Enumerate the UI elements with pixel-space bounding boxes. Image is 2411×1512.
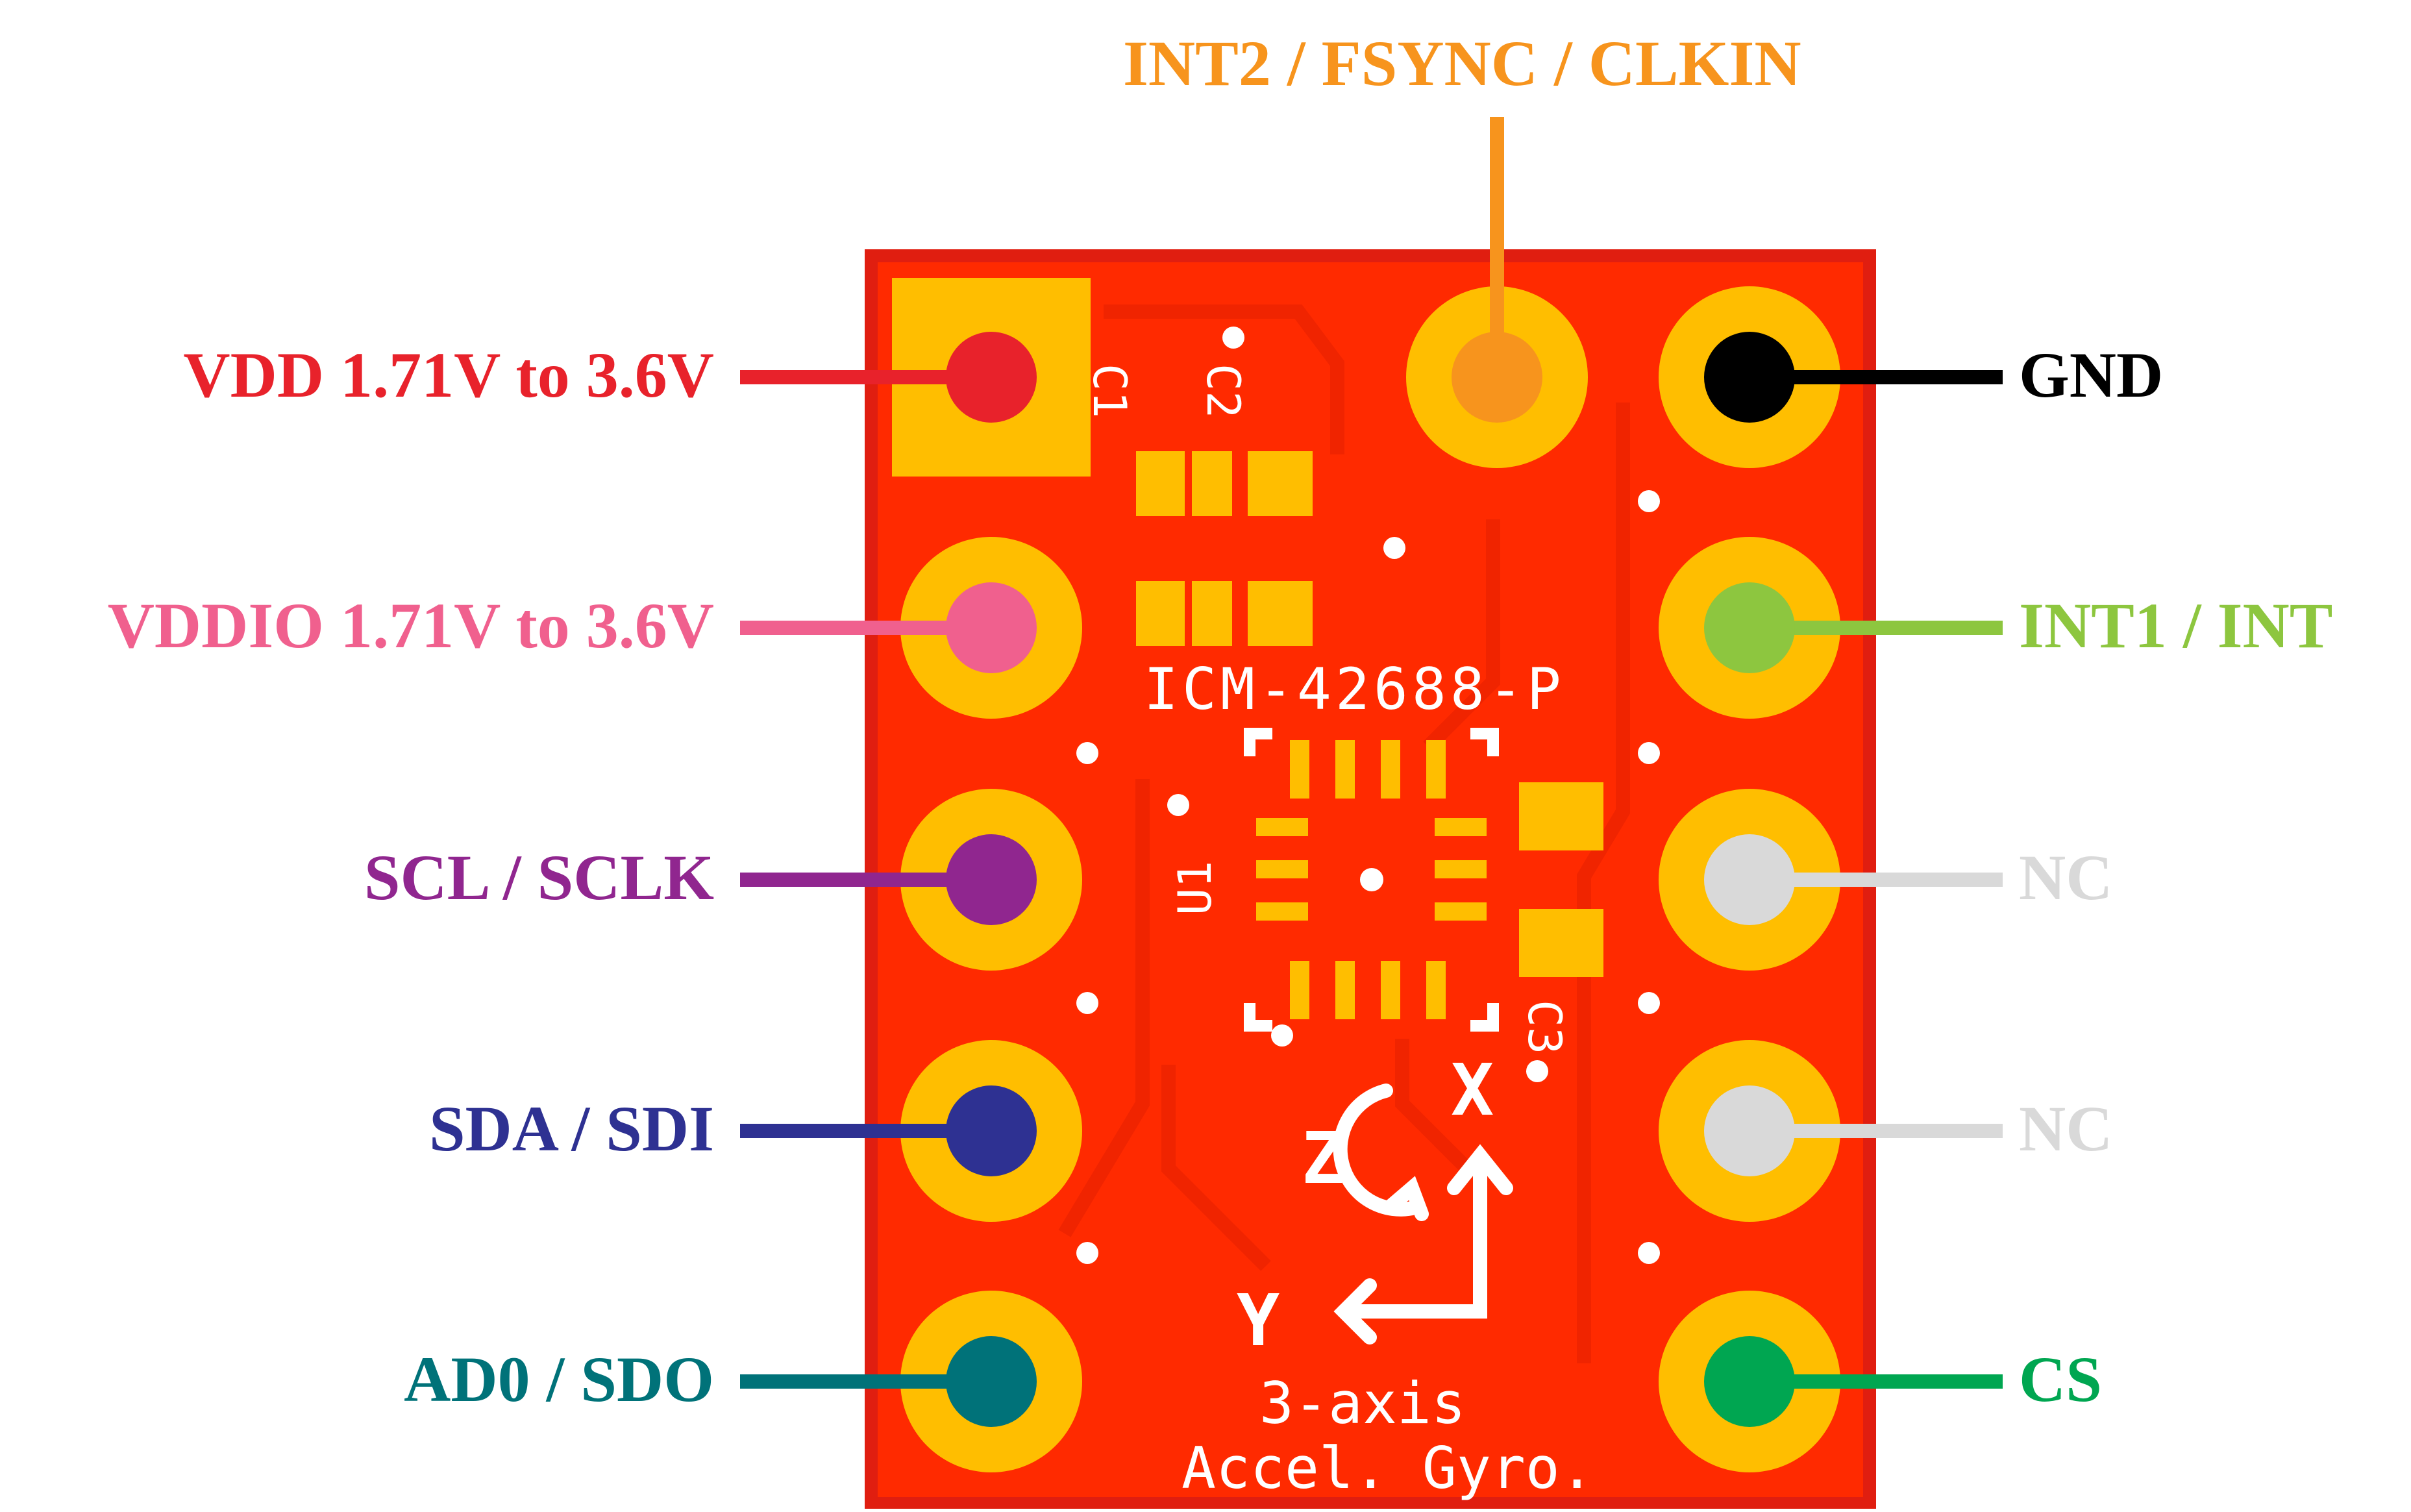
pin-label-sda: SDA / SDI <box>428 1093 714 1165</box>
pin-label-int2: INT2 / FSYNC / CLKIN <box>1123 27 1801 99</box>
top-wire <box>1452 117 1542 423</box>
pin-label-vddio: VDDIO 1.71V to 3.6V <box>107 589 714 662</box>
pin-hole-left-4 <box>946 1336 1037 1427</box>
designator-c3: C3 <box>1518 1000 1571 1055</box>
pin-hole-left-1 <box>946 582 1037 673</box>
pin-label-nc-1: NC <box>2019 841 2113 913</box>
pin-label-gnd: GND <box>2019 339 2164 411</box>
pin-label-vdd: VDD 1.71V to 3.6V <box>183 339 714 411</box>
axis-z-label: Z <box>1302 1117 1345 1200</box>
description-line2: Accel. Gyro. <box>1181 1435 1594 1502</box>
axis-x-label: X <box>1451 1048 1494 1132</box>
vias <box>1076 327 1660 1264</box>
axis-y-label: Y <box>1237 1279 1280 1362</box>
pin-hole-left-2 <box>946 834 1037 925</box>
left-wires <box>740 332 1037 1427</box>
right-wires <box>1704 332 2003 1427</box>
u1-footprint <box>1244 728 1499 1032</box>
pin-label-int1: INT1 / INT <box>2019 589 2333 662</box>
designator-u1: U1 <box>1168 860 1222 915</box>
pin-hole-right-4 <box>1704 1336 1795 1427</box>
pin-label-cs: CS <box>2019 1343 2102 1415</box>
axis-symbol <box>1333 1084 1513 1345</box>
designator-c2: C2 <box>1196 364 1250 419</box>
pin-hole-left-3 <box>946 1085 1037 1176</box>
pin-hole-right-2 <box>1704 834 1795 925</box>
pin-label-ad0: AD0 / SDO <box>404 1343 714 1415</box>
pin-hole-right-3 <box>1704 1085 1795 1176</box>
pin-hole-right-1 <box>1704 582 1795 673</box>
pin-hole-left-0 <box>946 332 1037 423</box>
designator-c1: C1 <box>1083 364 1136 419</box>
smd-pads <box>1136 451 1603 977</box>
pin-label-nc-2: NC <box>2019 1093 2113 1165</box>
pin-hole-top <box>1452 332 1542 423</box>
pin-hole-right-0 <box>1704 332 1795 423</box>
pin-label-scl: SCL / SCLK <box>364 841 714 913</box>
part-number-label: ICM-42688-P <box>1144 656 1565 723</box>
description-line1: 3-axis <box>1259 1370 1466 1437</box>
